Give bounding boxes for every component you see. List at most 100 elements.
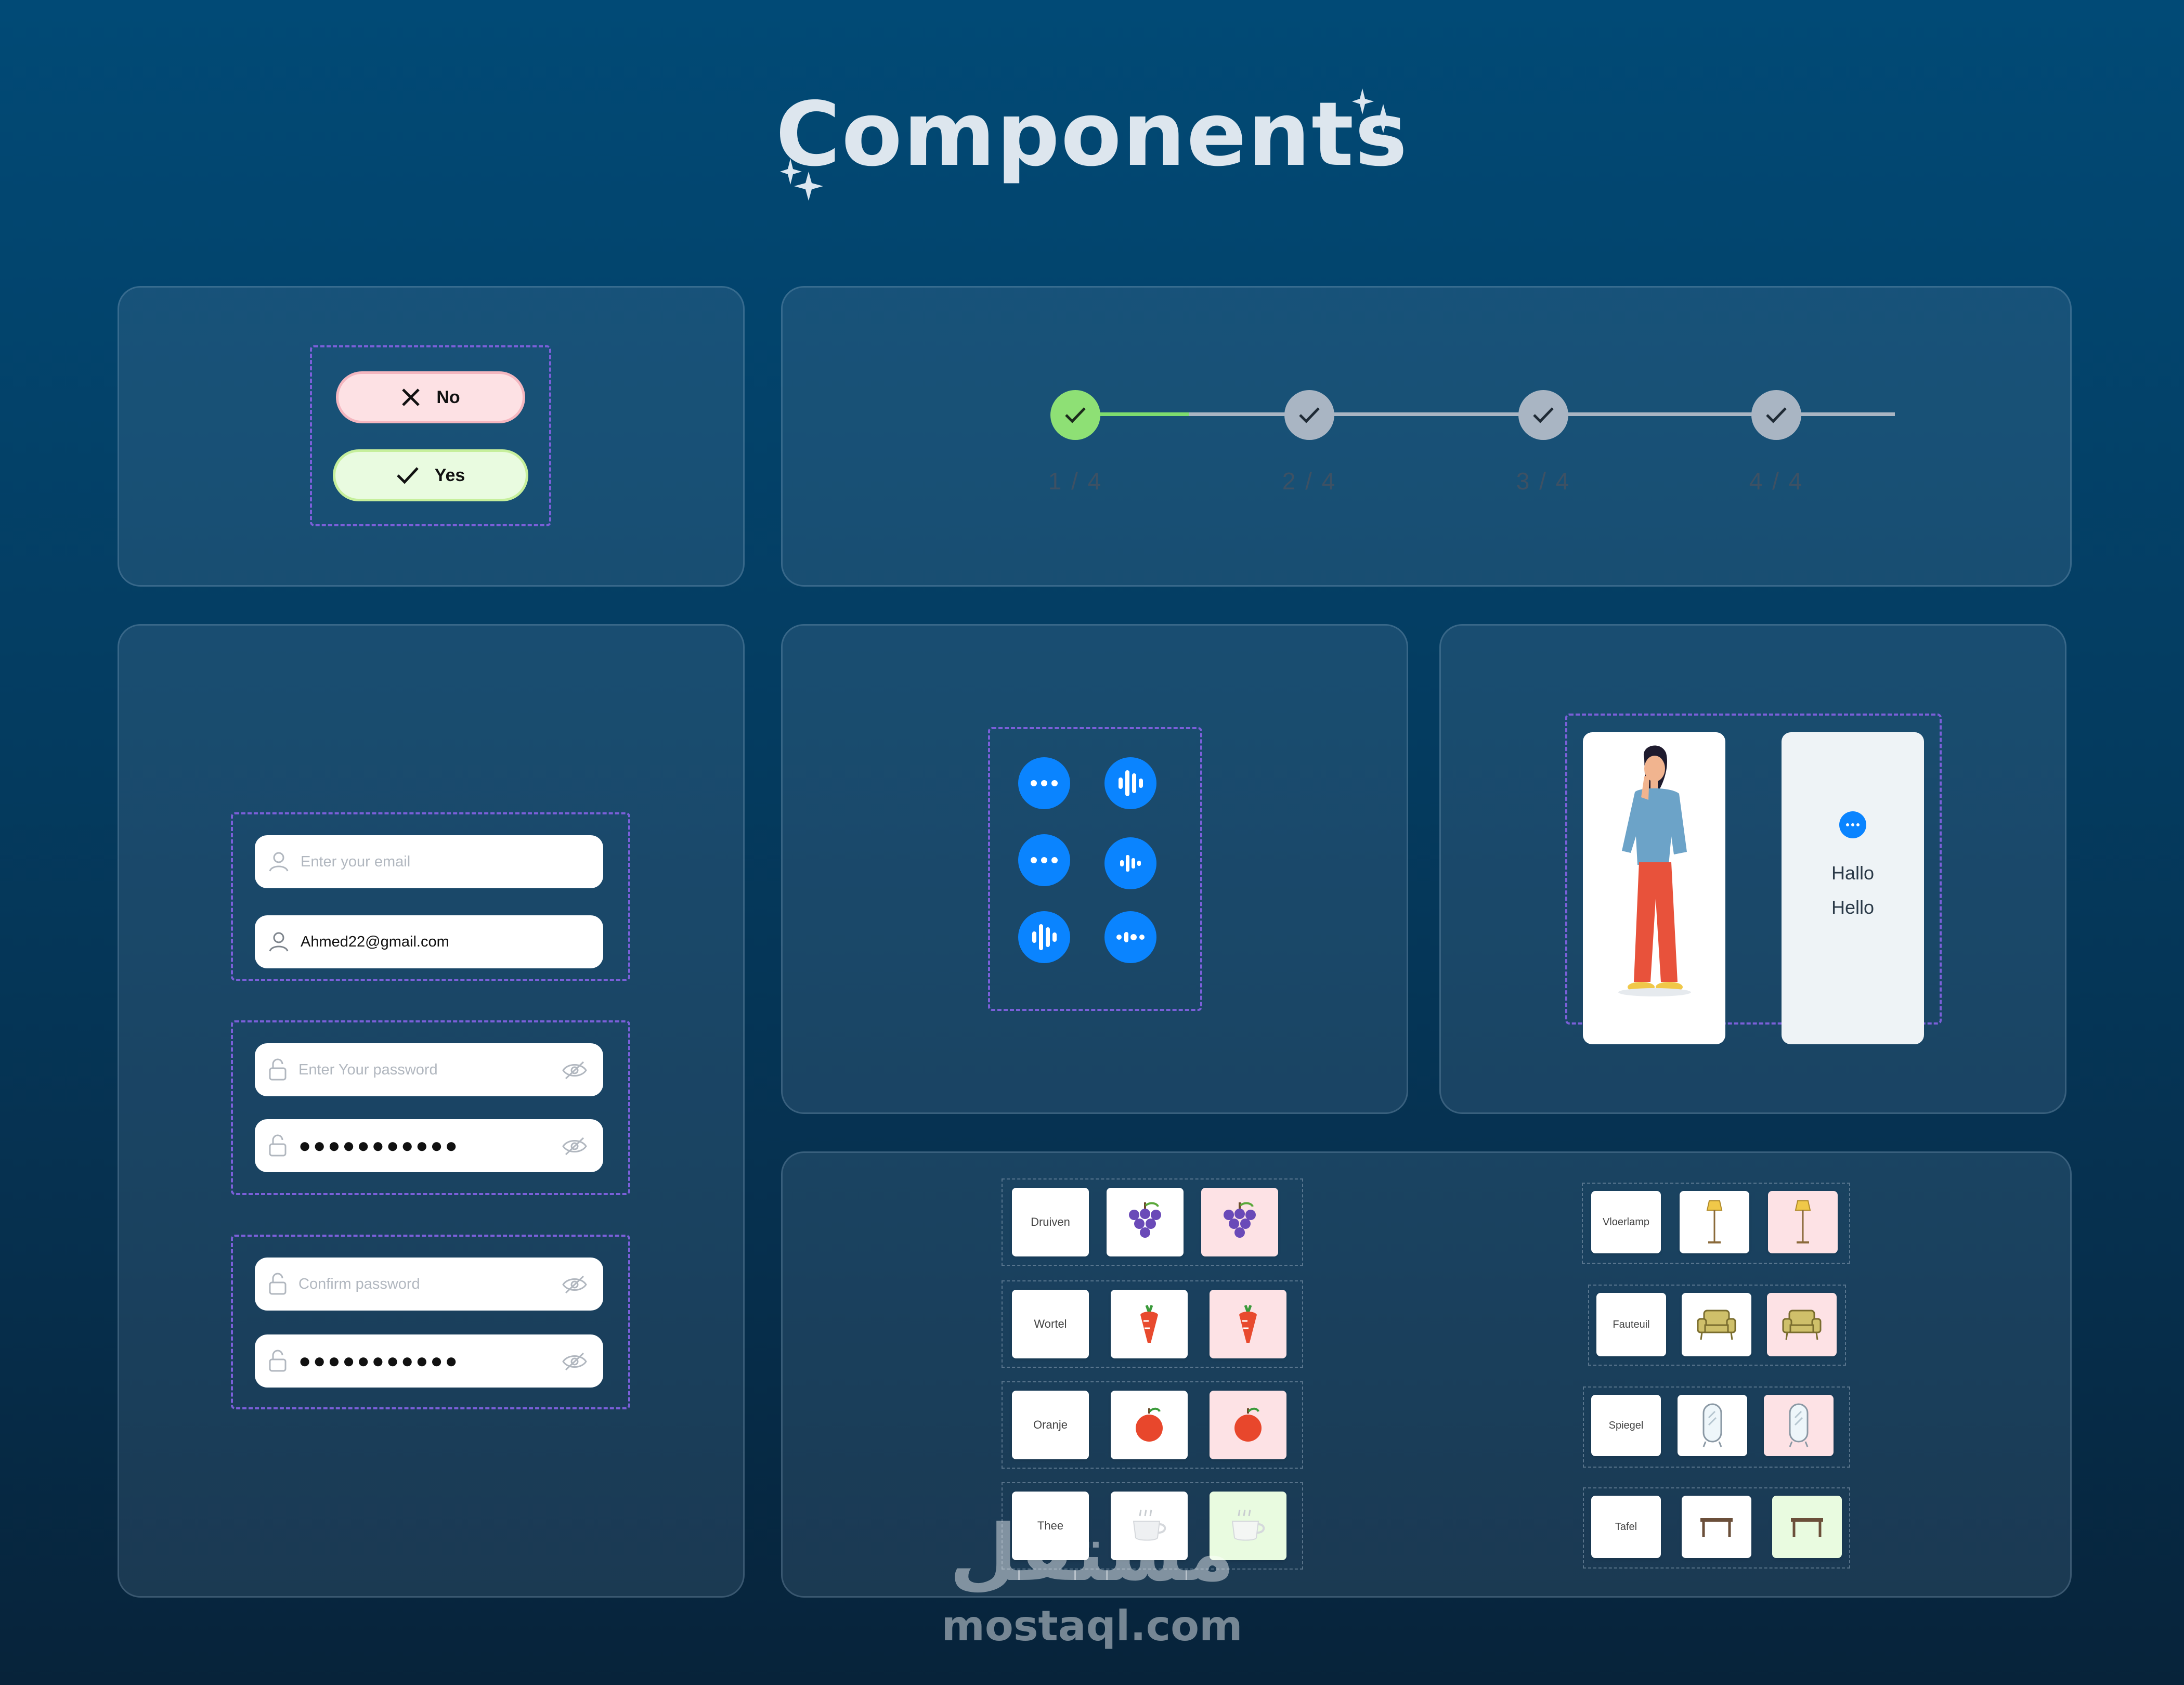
word-tile[interactable]: Oranje [1012, 1391, 1089, 1459]
more-dots-button[interactable] [1018, 757, 1070, 809]
image-tile[interactable] [1111, 1290, 1188, 1358]
word-label: Spiegel [1608, 1419, 1644, 1431]
step-2-dot[interactable] [1284, 390, 1334, 440]
confirm-value: ●●●●●●●●●●● [298, 1349, 460, 1372]
voice-button-small[interactable] [1104, 837, 1156, 889]
voice-dots-icon [1116, 932, 1145, 942]
image-tile[interactable] [1682, 1293, 1751, 1356]
word-label: Wortel [1034, 1317, 1067, 1330]
password-placeholder: Enter Your password [298, 1061, 438, 1078]
check-icon [1299, 407, 1320, 423]
word-label: Thee [1037, 1519, 1064, 1532]
word-label: Oranje [1033, 1418, 1068, 1431]
word-label: Vloerlamp [1602, 1216, 1650, 1228]
image-tile[interactable] [1111, 1492, 1188, 1560]
word-tile[interactable]: Spiegel [1591, 1395, 1661, 1456]
more-dots-button[interactable] [1839, 811, 1866, 838]
grapes-icon [1224, 1202, 1256, 1238]
mirror-icon [1789, 1403, 1809, 1447]
vocab-row-group [1583, 1386, 1850, 1468]
no-label: No [436, 387, 460, 407]
vocab-row-group [1002, 1381, 1303, 1469]
choice-panel [118, 286, 745, 587]
vocab-row-group [1002, 1280, 1303, 1368]
carrot-icon [1140, 1305, 1158, 1343]
vocab-row-group [1588, 1285, 1846, 1366]
sparkle-icon [1352, 88, 1398, 133]
word-en: Hello [1831, 897, 1875, 918]
image-tile-selected[interactable] [1201, 1188, 1278, 1256]
step-4-label: 4 / 4 [1749, 468, 1804, 495]
step-1-label: 1 / 4 [1048, 468, 1103, 495]
yes-button[interactable]: Yes [333, 449, 528, 501]
voice-button[interactable] [1018, 911, 1070, 963]
more-dots-button[interactable] [1018, 834, 1070, 886]
word-card[interactable]: Hallo Hello [1782, 732, 1924, 1044]
image-tile-selected[interactable] [1210, 1290, 1286, 1358]
tea-cup-icon [1231, 1509, 1265, 1541]
eye-off-icon[interactable] [562, 1060, 588, 1081]
image-tile[interactable] [1678, 1395, 1747, 1456]
cards-group [1565, 714, 1942, 1025]
cards-panel [1439, 624, 2066, 1114]
image-tile-selected[interactable] [1210, 1391, 1286, 1459]
voice-bars-icon [1032, 924, 1057, 950]
carrot-icon [1239, 1305, 1257, 1343]
word-nl: Hallo [1831, 862, 1875, 884]
form-panel [118, 624, 745, 1598]
word-label: Fauteuil [1613, 1318, 1650, 1330]
image-tile-correct[interactable] [1210, 1492, 1286, 1560]
password-group [231, 1020, 630, 1195]
table-icon [1791, 1518, 1823, 1537]
step-1-dot[interactable] [1050, 390, 1100, 440]
password-input[interactable]: Enter Your password [255, 1043, 603, 1096]
word-tile[interactable]: Fauteuil [1596, 1293, 1666, 1356]
confirm-password-input[interactable]: Confirm password [255, 1258, 603, 1311]
confirm-placeholder: Confirm password [298, 1275, 420, 1292]
word-tile[interactable]: Thee [1012, 1492, 1089, 1560]
no-button[interactable]: No [336, 371, 525, 423]
eye-off-icon[interactable] [562, 1351, 588, 1372]
password-input-filled[interactable]: ●●●●●●●●●●● [255, 1119, 603, 1172]
word-tile[interactable]: Vloerlamp [1591, 1191, 1661, 1253]
image-tile[interactable] [1680, 1191, 1749, 1253]
image-tile[interactable] [1682, 1496, 1751, 1558]
voice-button[interactable] [1104, 757, 1156, 809]
confirm-password-input-filled[interactable]: ●●●●●●●●●●● [255, 1334, 603, 1388]
email-input-filled[interactable]: Ahmed22@gmail.com [255, 915, 603, 968]
user-icon [269, 852, 289, 872]
image-tile[interactable] [1107, 1188, 1184, 1256]
floor-lamp-icon [1706, 1200, 1723, 1243]
stepper-progress-line [1075, 412, 1189, 416]
check-icon [1065, 407, 1086, 423]
more-dots-icon [1846, 823, 1860, 826]
word-tile[interactable]: Druiven [1012, 1188, 1089, 1256]
fab-panel [781, 624, 1408, 1114]
vocab-row-group [1582, 1183, 1850, 1264]
step-2-label: 2 / 4 [1282, 468, 1337, 495]
email-input[interactable]: Enter your email [255, 835, 603, 888]
image-tile-selected[interactable] [1768, 1191, 1838, 1253]
eye-off-icon[interactable] [562, 1136, 588, 1157]
image-tile-selected[interactable] [1767, 1293, 1837, 1356]
word-label: Tafel [1615, 1521, 1637, 1533]
stepper-panel [781, 286, 2072, 587]
mirror-icon [1702, 1403, 1722, 1447]
eye-off-icon[interactable] [562, 1274, 588, 1295]
illustration-card[interactable] [1583, 732, 1725, 1044]
step-3-dot[interactable] [1518, 390, 1568, 440]
step-4-dot[interactable] [1751, 390, 1801, 440]
check-icon [396, 467, 419, 484]
word-tile[interactable]: Wortel [1012, 1290, 1089, 1358]
image-tile[interactable] [1111, 1391, 1188, 1459]
table-icon [1700, 1518, 1733, 1537]
word-tile[interactable]: Tafel [1591, 1496, 1661, 1558]
orange-icon [1234, 1407, 1262, 1442]
image-tile-selected[interactable] [1764, 1395, 1834, 1456]
more-dots-icon [1031, 857, 1058, 863]
voice-dots-button[interactable] [1104, 911, 1156, 963]
armchair-icon [1782, 1310, 1822, 1340]
image-tile-correct[interactable] [1772, 1496, 1842, 1558]
vocab-panel [781, 1151, 2072, 1598]
floor-lamp-icon [1795, 1200, 1811, 1243]
